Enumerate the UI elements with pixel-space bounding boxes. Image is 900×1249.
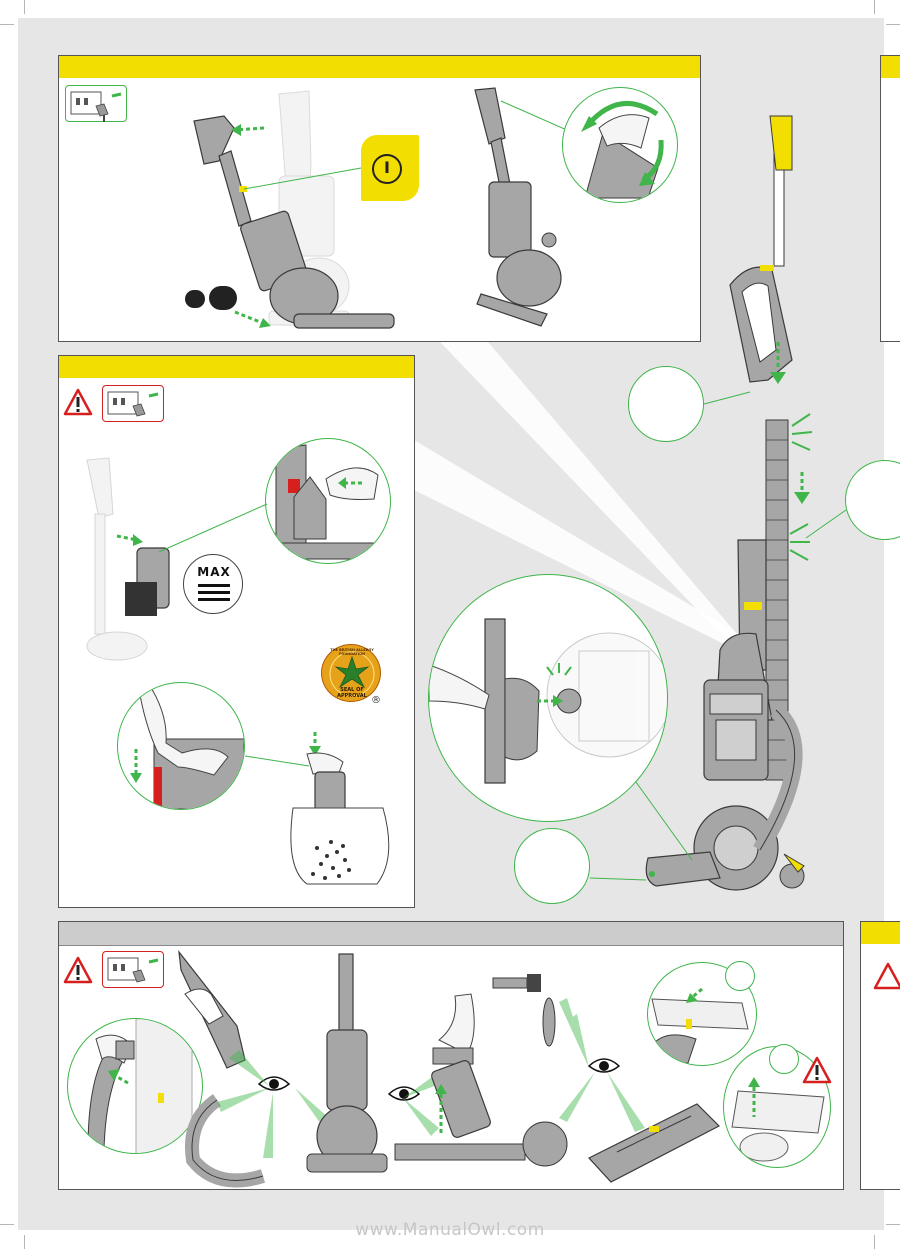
- crop-mark: [0, 24, 14, 25]
- registered-mark: ®: [371, 695, 381, 706]
- cleaner-head-detail: [428, 574, 668, 822]
- max-label: MAX: [197, 565, 231, 579]
- seal-ring-text: THE BRITISH ALLERGY FOUNDATION: [330, 648, 374, 656]
- unplug-icon: [102, 951, 164, 988]
- vacuum-bin-removal-illustration: [86, 457, 170, 661]
- panel-bottom: [58, 921, 844, 1190]
- panel-top: I: [58, 55, 701, 342]
- callout-head-circle: [514, 828, 590, 904]
- bin-empty-trigger-detail: [117, 682, 245, 810]
- warning-triangle-icon: [63, 388, 93, 416]
- watermark: www.ManualOwl.com: [355, 1220, 545, 1240]
- callout-handle-circle: [628, 366, 704, 442]
- warning-triangle-icon: [802, 1056, 832, 1084]
- vacuum-upright-illustration: [474, 87, 562, 327]
- panel-right-header-bar: [881, 56, 900, 78]
- foot-press-icon: [185, 286, 271, 328]
- power-button-icon: I: [361, 135, 419, 201]
- panel-bottom-right-partial: [860, 921, 900, 1190]
- seal-label: SEAL OF APPROVAL: [337, 687, 367, 699]
- cleaner-head-floor-illustration: [588, 1103, 721, 1183]
- allergy-seal-icon: SEAL OF APPROVAL THE BRITISH ALLERGY FOU…: [321, 644, 381, 702]
- unplug-icon: [65, 85, 127, 122]
- vacuum-recline-illustration: [193, 90, 395, 329]
- panel-middle: MAX SEAL OF APPROVAL THE B: [58, 355, 415, 908]
- panel-bottom-header-bar: [59, 922, 843, 946]
- panel-right-partial: [880, 55, 900, 342]
- crop-mark: [886, 1224, 900, 1225]
- handle-hose-illustration: [178, 949, 266, 1188]
- crop-mark: [24, 1235, 25, 1249]
- inspection-beams: [217, 998, 645, 1158]
- power-button-symbol: I: [384, 158, 390, 177]
- bin-emptying-illustration: [290, 732, 390, 885]
- accessory-tools-illustration: [492, 974, 556, 1047]
- unplug-icon: [102, 385, 164, 422]
- crop-mark: [24, 0, 25, 14]
- handle-rotate-detail: [562, 87, 678, 203]
- max-line-icon: MAX: [183, 554, 243, 614]
- hose-release-detail: [67, 1018, 203, 1154]
- warning-triangle-icon: [63, 956, 93, 984]
- step-circle: [769, 1044, 799, 1074]
- crop-mark: [0, 1224, 14, 1225]
- leader-lines-middle: [158, 503, 310, 767]
- vacuum-overview-illustration: [645, 115, 813, 891]
- panel-top-header-bar: [59, 56, 700, 78]
- eye-icon: [257, 1076, 291, 1091]
- crop-mark: [874, 1235, 875, 1249]
- crop-mark: [886, 24, 900, 25]
- eye-icon: [387, 1086, 421, 1101]
- panel-middle-header-bar: [59, 356, 414, 378]
- leader-lines-top: [243, 100, 570, 190]
- panel-bottom-right-header-bar: [861, 922, 900, 944]
- vacuum-disassembled-illustration: [394, 993, 568, 1167]
- eye-icon: [587, 1058, 621, 1073]
- vacuum-front-illustration: [306, 953, 388, 1173]
- bin-release-detail: [265, 438, 391, 564]
- step-circle: [725, 961, 755, 991]
- warning-triangle-icon: [873, 962, 900, 990]
- crop-mark: [874, 0, 875, 14]
